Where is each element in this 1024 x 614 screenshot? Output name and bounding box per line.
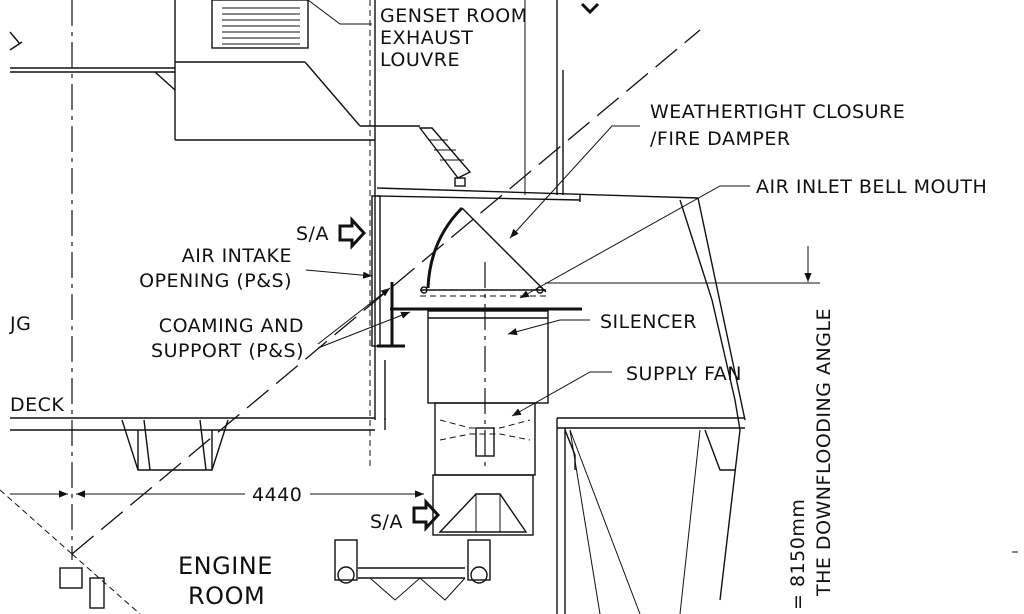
label-supply-fan: SUPPLY FAN [626,363,742,385]
label-edge-deck: DECK [10,394,64,416]
label-air-intake-line2: OPENING (P&S) [139,270,292,292]
arrow-top-right [580,2,600,15]
label-height-8150: = 8150mm [787,499,809,610]
label-edge-jg: JG [9,313,31,335]
louvre-slats [222,7,300,45]
label-downflooding-angle: THE DOWNFLOODING ANGLE [813,308,835,597]
label-genset-line2: EXHAUST [380,27,473,49]
label-air-intake-line1: AIR INTAKE [182,245,292,267]
label-weathertight-line2: /FIRE DAMPER [650,128,791,150]
leader-lines [305,0,750,417]
label-engine-room-line2: ROOM [188,582,265,610]
sa-arrow-top [338,216,367,250]
label-coaming-line1: COAMING AND [159,315,304,337]
label-weathertight-line1: WEATHERTIGHT CLOSURE [650,101,905,123]
label-silencer: SILENCER [600,311,697,333]
machinery-symbols [59,539,491,609]
label-engine-room-line1: ENGINE [178,552,273,580]
label-sa-top: S/A [296,223,329,245]
label-coaming-line2: SUPPORT (P&S) [151,340,304,362]
label-genset-line3: LOUVRE [380,49,460,71]
label-air-inlet-bell-mouth: AIR INLET BELL MOUTH [756,176,987,198]
sa-arrow-bottom [412,498,441,532]
label-sa-bottom: S/A [370,511,403,533]
label-dimension-4440: 4440 [252,484,302,506]
label-genset-line1: GENSET ROOM [380,5,528,27]
